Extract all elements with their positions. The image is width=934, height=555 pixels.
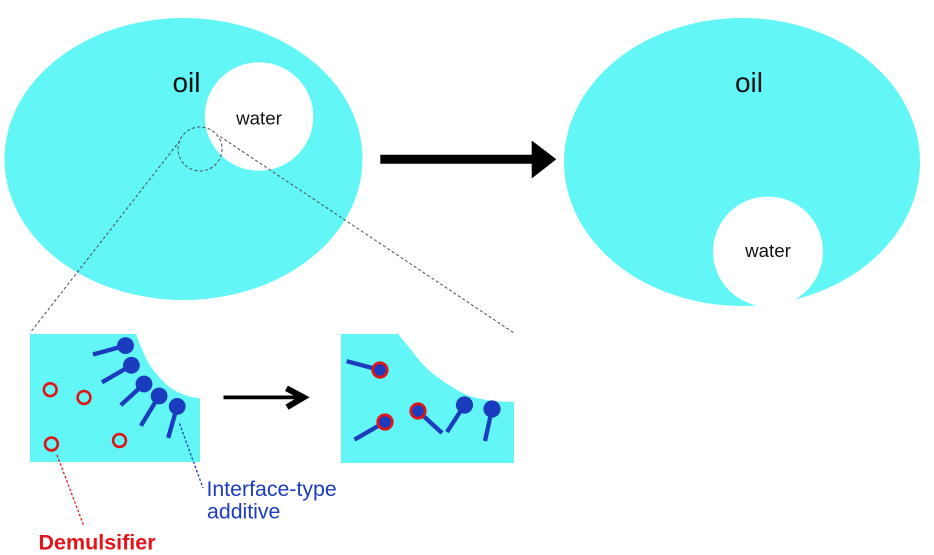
svg-text:water: water bbox=[744, 240, 791, 261]
svg-text:Interface-type: Interface-type bbox=[207, 477, 337, 501]
svg-text:oil: oil bbox=[172, 67, 200, 98]
svg-text:oil: oil bbox=[735, 67, 763, 98]
svg-text:additive: additive bbox=[207, 500, 280, 524]
svg-text:water: water bbox=[235, 108, 282, 129]
svg-text:Demulsifier: Demulsifier bbox=[39, 531, 157, 555]
